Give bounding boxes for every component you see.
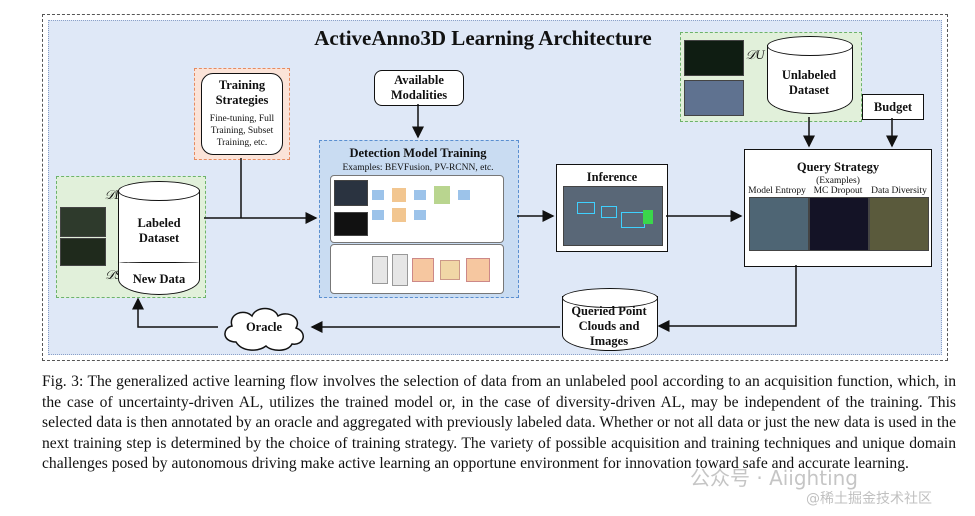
lidar-thumbnail: [334, 212, 368, 236]
camera-thumbnail: [334, 180, 368, 206]
labeled-image-2: [60, 238, 106, 266]
inference-title: Inference: [586, 170, 638, 184]
labeled-image-1: [60, 207, 106, 237]
unlabeled-cylinder-top: [767, 36, 853, 56]
training-strategies-box: Training Strategies Fine-tuning, Full Tr…: [201, 73, 283, 155]
symbol-du: 𝒟U: [745, 48, 765, 62]
query-item-model-entropy: Model Entropy: [748, 186, 806, 196]
training-strategies-detail: Fine-tuning, Full Training, Subset Train…: [209, 114, 275, 148]
training-strategies-title: Training Strategies: [215, 78, 269, 108]
queried-cylinder-top: [562, 288, 658, 308]
symbol-dl: 𝒟L: [104, 188, 122, 202]
detection-examples: Examples: BEVFusion, PV-RCNN, etc.: [342, 163, 494, 173]
labeled-cylinder-body: [118, 190, 200, 295]
data-diversity-image: [869, 197, 929, 251]
query-strategy-title: Query Strategy: [796, 160, 880, 174]
available-modalities-box: Available Modalities: [374, 70, 464, 106]
diagram-title: ActiveAnno3D Learning Architecture: [314, 26, 652, 50]
watermark: 公众号 · Aiighting: [690, 466, 859, 490]
labeled-cylinder-top: [118, 181, 200, 201]
watermark-site: @稀土掘金技术社区: [806, 491, 932, 507]
unlabeled-image-1: [684, 40, 744, 76]
detection-blocks: [372, 186, 490, 226]
oracle-label: Oracle: [245, 320, 283, 334]
new-data-label: New Data: [132, 272, 186, 286]
mc-dropout-image: [809, 197, 869, 251]
model-entropy-image: [749, 197, 809, 251]
unlabeled-dataset-label: Unlabeled Dataset: [781, 68, 837, 97]
query-item-data-diversity: Data Diversity: [871, 186, 927, 196]
budget-box: Budget: [862, 94, 924, 120]
queried-label: Queried Point Clouds and Images: [571, 304, 647, 348]
labeled-dataset-label: Labeled Dataset: [137, 216, 181, 245]
query-strategy-examples: (Examples): [816, 176, 860, 186]
labeled-divider: [119, 262, 199, 263]
inference-boxes: [573, 198, 653, 238]
unlabeled-cylinder-body: [767, 45, 853, 114]
query-item-mc-dropout: MC Dropout: [813, 186, 863, 196]
detection-title: Detection Model Training: [349, 146, 487, 160]
figure-caption: Fig. 3: The generalized active learning …: [42, 373, 956, 473]
unlabeled-image-2: [684, 80, 744, 116]
symbol-ds: 𝒟S: [104, 268, 122, 282]
oracle-cloud: [224, 307, 304, 351]
detection-3d-blocks: [372, 252, 492, 286]
